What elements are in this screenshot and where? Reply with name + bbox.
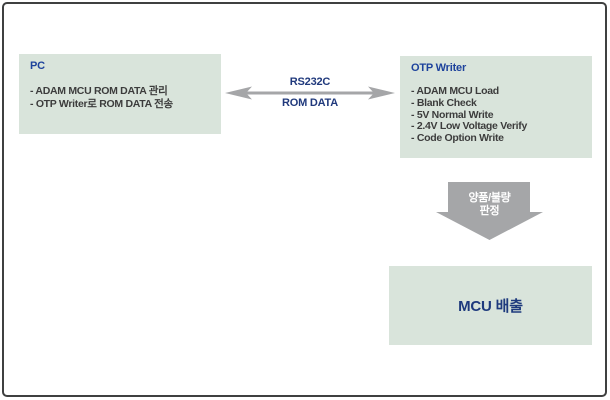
- pc-box-item: - OTP Writer로 ROM DATA 전송: [30, 98, 173, 110]
- decision-label-line2: 판정: [479, 205, 500, 217]
- mcu-output-label: MCU 배출: [458, 298, 523, 315]
- pc-box-list: - ADAM MCU ROM DATA 관리 - OTP Writer로 ROM…: [19, 85, 221, 111]
- link-data-label: ROM DATA: [281, 97, 339, 109]
- otp-writer-box-item: - Code Option Write: [411, 132, 504, 145]
- link-protocol-label: RS232C: [289, 76, 331, 88]
- mcu-output-box: MCU 배출: [389, 266, 592, 345]
- bidirectional-arrow-icon: [225, 86, 395, 100]
- decision-label-line1: 양품/불량: [468, 192, 511, 204]
- otp-writer-box-item: - Blank Check: [411, 96, 477, 109]
- otp-writer-box-title: OTP Writer: [411, 62, 467, 74]
- otp-writer-box-item: - 2.4V Low Voltage Verify: [411, 120, 528, 133]
- down-arrow-icon: [436, 182, 543, 240]
- otp-writer-box-list: - ADAM MCU Load - Blank Check - 5V Norma…: [400, 85, 592, 145]
- pc-box: PC - ADAM MCU ROM DATA 관리 - OTP Writer로 …: [19, 54, 221, 134]
- pc-box-item: - ADAM MCU ROM DATA 관리: [30, 85, 168, 97]
- otp-writer-box: OTP Writer - ADAM MCU Load - Blank Check…: [400, 56, 592, 158]
- decision-label: 양품/불량 판정: [436, 192, 543, 218]
- otp-writer-box-item: - ADAM MCU Load: [411, 85, 499, 97]
- pc-box-title: PC: [30, 60, 45, 72]
- otp-writer-box-item: - 5V Normal Write: [411, 108, 494, 121]
